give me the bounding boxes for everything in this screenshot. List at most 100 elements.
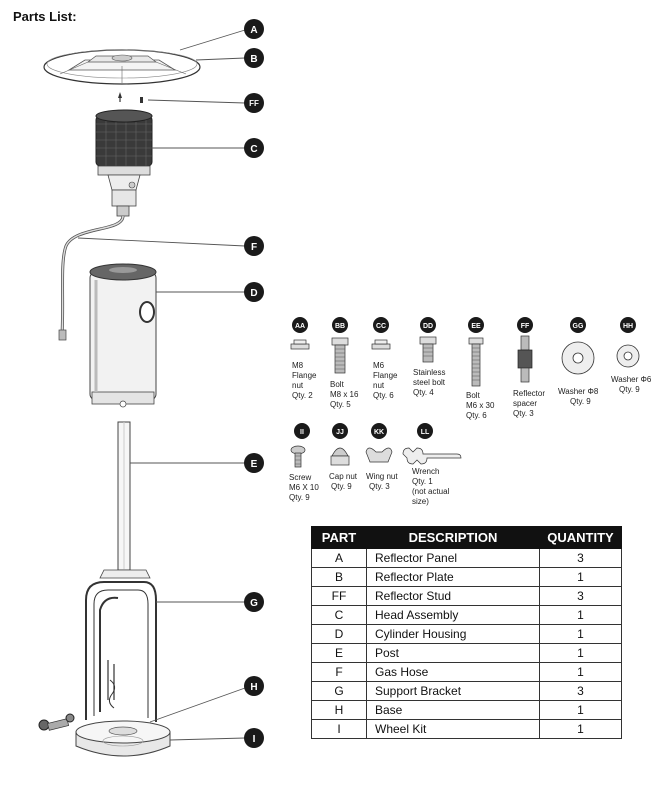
bolt-icon [419, 336, 437, 363]
cell-part: G [311, 681, 367, 701]
callout-label: E [251, 459, 258, 470]
cell-description: Gas Hose [366, 662, 540, 682]
cell-quantity: 1 [539, 643, 622, 663]
callout-f: F [244, 236, 264, 256]
hardware-line: M8 x 16 [330, 390, 359, 399]
hardware-code: KK [374, 429, 384, 436]
callout-b: B [244, 48, 264, 68]
hardware-line: Wrench [412, 467, 439, 476]
cell-description: Support Bracket [366, 681, 540, 701]
wheel-kit-drawing [38, 713, 75, 731]
hardware-line: Qty. 9 [289, 493, 310, 502]
hardware-code: FF [521, 323, 530, 330]
support-bracket-drawing [85, 581, 157, 722]
hardware-item-kk: KK Wing nut Qty. 3 [365, 423, 398, 491]
cell-part: FF [311, 586, 367, 606]
callout-label: B [250, 54, 257, 65]
callout-label: D [250, 288, 257, 299]
reflector-stud-drawing [118, 92, 143, 103]
callout-d: D [244, 282, 264, 302]
cell-quantity: 1 [539, 700, 622, 720]
cell-part: D [311, 624, 367, 644]
cell-part: C [311, 605, 367, 625]
cell-quantity: 3 [539, 681, 622, 701]
callout-label: C [250, 144, 257, 155]
screw-icon [290, 445, 306, 468]
hardware-line: Cap nut [329, 472, 358, 481]
hardware-item-ll: LL Wrench Qty. 1 (not actual size) [402, 423, 462, 506]
hardware-item-ii: II Screw M6 X 10 Qty. 9 [289, 423, 319, 502]
hardware-line: Qty. 9 [619, 385, 640, 394]
cell-description: Reflector Stud [366, 586, 540, 606]
callout-a: A [244, 19, 264, 39]
hardware-line: M8 [292, 361, 304, 370]
hardware-line: Bolt [466, 391, 481, 400]
hardware-line: Flange [373, 371, 398, 380]
callout-label: G [250, 598, 258, 609]
hardware-code: CC [376, 323, 386, 330]
cell-quantity: 1 [539, 624, 622, 644]
callout-label: FF [249, 99, 259, 108]
callout-e: E [244, 453, 264, 473]
washer-icon [616, 344, 640, 368]
callout-g: G [244, 592, 264, 612]
cell-part: H [311, 700, 367, 720]
hardware-line: nut [292, 381, 304, 390]
hardware-item-jj: JJ Cap nut Qty. 9 [329, 423, 358, 491]
column-header-quantity: QUANTITY [539, 526, 622, 549]
hardware-code: BB [335, 323, 345, 330]
hardware-line: Qty. 9 [331, 482, 352, 491]
hardware-line: Qty. 2 [292, 391, 313, 400]
callout-h: H [244, 676, 264, 696]
hardware-line: spacer [513, 399, 537, 408]
wing-nut-icon [365, 447, 393, 463]
table-header-row: PART DESCRIPTION QUANTITY [311, 526, 622, 549]
hardware-line: Washer Φ6 [611, 375, 652, 384]
hardware-code: GG [573, 323, 584, 330]
hardware-item-aa: AA M8 Flange nut Qty. 2 [290, 317, 317, 400]
hardware-line: (not actual [412, 487, 450, 496]
cell-quantity: 1 [539, 662, 622, 682]
cell-description: Reflector Panel [366, 548, 540, 568]
cell-part: A [311, 548, 367, 568]
post-drawing [99, 421, 151, 579]
hardware-line: M6 x 30 [466, 401, 495, 410]
callout-label: H [250, 682, 257, 693]
cell-part: B [311, 567, 367, 587]
hardware-item-dd: DD Stainless steel bolt Qty. 4 [413, 317, 446, 397]
hardware-item-bb: BB Bolt M8 x 16 Qty. 5 [330, 317, 359, 409]
hardware-line: Qty. 5 [330, 400, 351, 409]
hardware-item-cc: CC M6 Flange nut Qty. 6 [371, 317, 398, 400]
hardware-line: Qty. 3 [369, 482, 390, 491]
hardware-code: EE [471, 323, 481, 330]
hardware-line: Stainless [413, 368, 445, 377]
hardware-line: Washer Φ8 [558, 387, 599, 396]
cell-description: Post [366, 643, 540, 663]
cell-description: Head Assembly [366, 605, 540, 625]
hardware-line: M6 X 10 [289, 483, 319, 492]
cell-part: E [311, 643, 367, 663]
hardware-line: size) [412, 497, 429, 506]
page-title: Parts List: [13, 9, 77, 24]
hardware-line: Qty. 6 [466, 411, 487, 420]
hardware-line: Qty. 4 [413, 388, 434, 397]
hardware-line: Flange [292, 371, 317, 380]
hardware-item-gg: GG Washer Φ8 Qty. 9 [558, 317, 599, 406]
hardware-code: II [300, 429, 304, 436]
cap-nut-icon [330, 447, 350, 466]
hardware-code: DD [423, 323, 433, 330]
hardware-code: JJ [336, 429, 344, 436]
cell-description: Wheel Kit [366, 719, 540, 739]
base-drawing [38, 713, 171, 757]
hardware-line: Qty. 3 [513, 409, 534, 418]
cell-description: Reflector Plate [366, 567, 540, 587]
